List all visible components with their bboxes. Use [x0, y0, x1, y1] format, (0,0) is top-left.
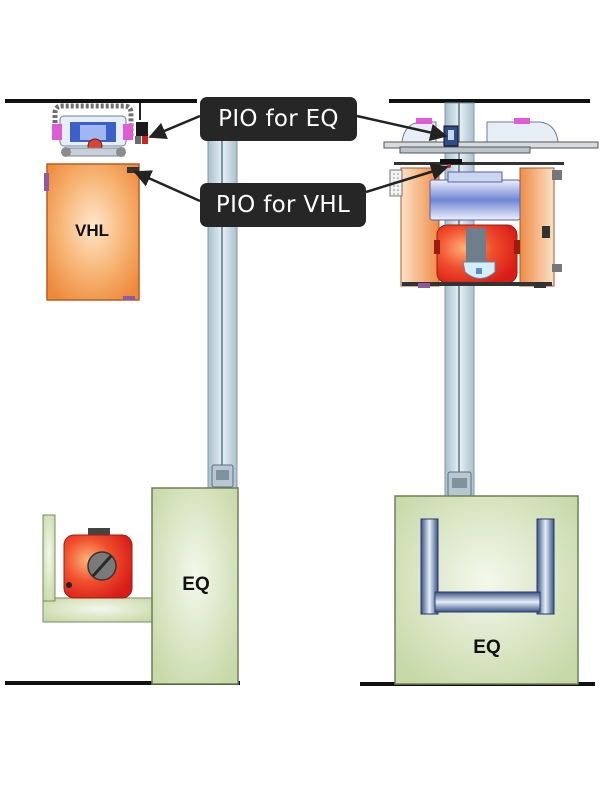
vhl-hoist-head [52, 103, 134, 157]
right-ceiling-rail [389, 99, 590, 103]
load-port-left [42, 514, 156, 623]
callout-pio-for-vhl: PIO for VHL [200, 183, 366, 227]
vhl-label: VHL [75, 221, 109, 240]
arrow-pio-vhl-right [365, 163, 449, 194]
eq-label-right: EQ [473, 637, 500, 658]
left-side-view: VHL EQ [5, 99, 240, 685]
pio-eq-sensor-right [443, 125, 459, 147]
callout-arrows [133, 114, 449, 203]
side-sensor [542, 226, 550, 238]
bracket-right-top [552, 170, 562, 180]
arrow-pio-eq-left [148, 114, 201, 139]
pio-eq-sensor-left [135, 103, 148, 144]
bottom-plate-right [402, 282, 552, 286]
arrow-pio-vhl-left [133, 170, 201, 203]
eq-box-right: EQ [394, 495, 579, 685]
vhl-body: VHL [44, 163, 140, 301]
vhl-clamps-right [383, 118, 599, 165]
right-front-view: EQ [360, 99, 599, 686]
arrow-pio-eq-right [356, 114, 448, 142]
eq-label-left: EQ [182, 574, 209, 595]
left-ceiling-rail [5, 99, 197, 103]
eq-box-left: EQ [151, 487, 239, 685]
left-floor-line [5, 681, 240, 685]
foup-right [434, 224, 520, 284]
callout-pio-for-eq: PIO for EQ [200, 97, 357, 141]
left-pole [207, 102, 238, 489]
bracket-right-bottom [552, 264, 562, 272]
gripper-band [429, 171, 521, 221]
